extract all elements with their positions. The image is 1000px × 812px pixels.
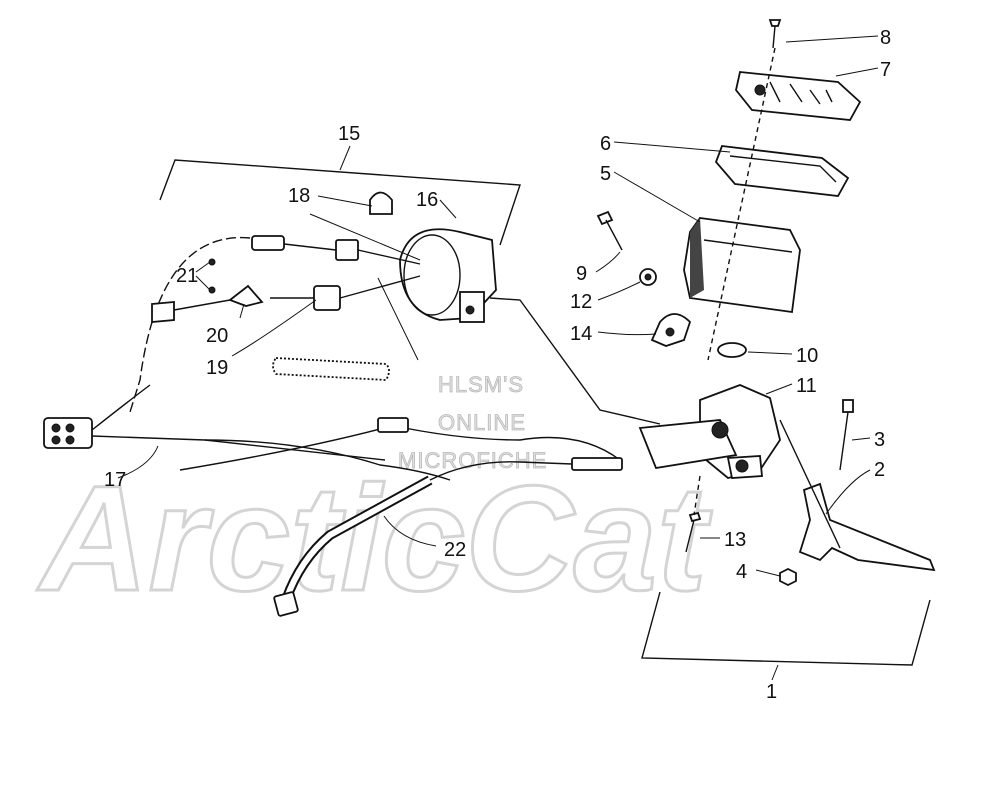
watermark-brand: ArcticCat — [36, 454, 713, 622]
watermark: ArcticCat HLSM'S ONLINE MICROFICHE — [35, 372, 715, 624]
callout-20: 20 — [206, 325, 228, 347]
callout-8: 8 — [880, 27, 891, 49]
callout-1: 1 — [766, 681, 777, 703]
screws-21 — [208, 258, 216, 294]
bolt-3 — [839, 399, 854, 471]
callout-19: 19 — [206, 357, 228, 379]
connector-19 — [270, 275, 421, 311]
grommet-10 — [717, 342, 747, 358]
switch-housing-16 — [399, 228, 497, 323]
screw-8 — [768, 19, 782, 49]
callout-10: 10 — [796, 345, 818, 367]
brake-lever-2 — [798, 482, 936, 572]
diaphragm-6 — [714, 145, 850, 197]
callout-21: 21 — [176, 265, 198, 287]
switch-harness-upper — [251, 235, 421, 265]
callout-7: 7 — [880, 59, 891, 81]
brake-hose-22 — [179, 417, 623, 617]
callout-9: 9 — [576, 263, 587, 285]
bracket-20 — [228, 284, 264, 307]
watermark-line-3: MICROFICHE — [398, 448, 547, 473]
group-bracket-1 — [641, 591, 931, 666]
callout-4: 4 — [736, 561, 747, 583]
callout-13: 13 — [724, 529, 746, 551]
switch-18 — [369, 191, 393, 215]
washer-12 — [639, 268, 657, 286]
callout-5: 5 — [600, 163, 611, 185]
watermark-line-2: ONLINE — [438, 410, 526, 435]
callout-11: 11 — [796, 375, 817, 397]
reservoir-5 — [683, 217, 801, 314]
nut-4 — [779, 567, 797, 587]
callout-2: 2 — [874, 459, 885, 481]
callout-22: 22 — [444, 539, 466, 561]
callout-17: 17 — [104, 469, 126, 491]
wire-harness-17 — [43, 236, 251, 449]
screw-9 — [596, 210, 623, 251]
group-bracket-15 — [159, 159, 521, 246]
callout-15: 15 — [338, 123, 360, 145]
watermark-line-1: HLSM'S — [438, 372, 524, 397]
callout-6: 6 — [600, 133, 611, 155]
callout-3: 3 — [874, 429, 885, 451]
callout-16: 16 — [416, 189, 438, 211]
callout-12: 12 — [570, 291, 592, 313]
clamp-14 — [650, 313, 692, 347]
callout-14: 14 — [570, 323, 592, 345]
screw-13 — [685, 511, 702, 553]
sleeve — [272, 357, 390, 381]
callouts: 8 7 6 5 9 12 14 10 11 3 2 13 4 1 15 16 1… — [104, 27, 891, 703]
cover-7 — [735, 71, 862, 121]
leader-lines — [117, 35, 879, 681]
master-cylinder-body-11 — [638, 384, 781, 479]
callout-18: 18 — [288, 185, 310, 207]
